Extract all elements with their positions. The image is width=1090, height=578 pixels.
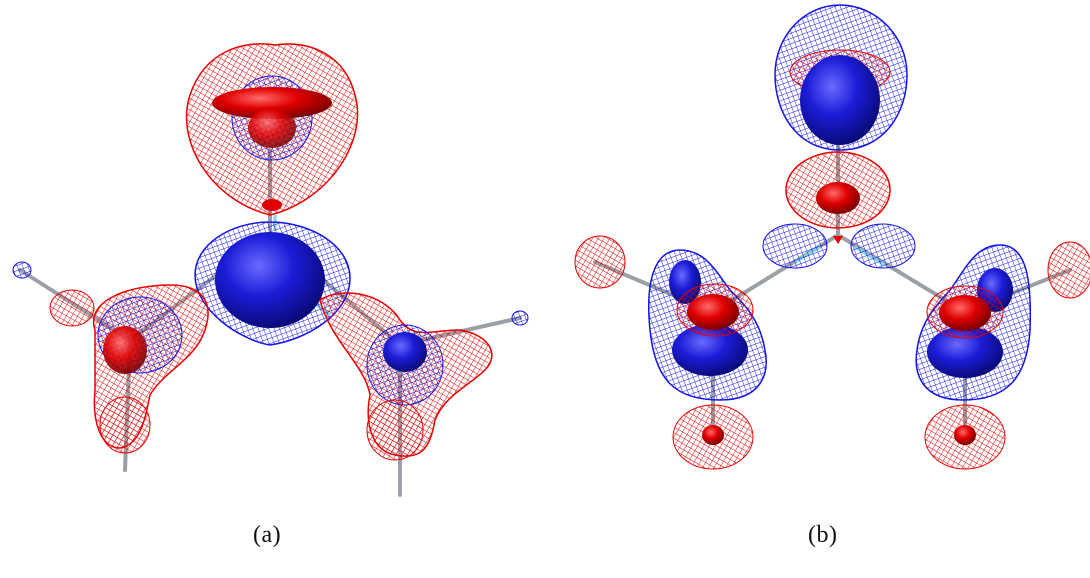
orbital-render-b xyxy=(574,4,1090,470)
top-blue-solid-lobe xyxy=(800,55,880,145)
far-right-red-mesh xyxy=(1047,241,1090,299)
left-red-lower-mesh xyxy=(99,396,151,454)
orbital-panel-a xyxy=(0,0,545,500)
right-blue-solid-lower xyxy=(927,326,1003,378)
left-red-solid-lobe xyxy=(103,326,147,374)
orbital-render-a xyxy=(12,43,529,497)
far-left-red-mesh xyxy=(574,235,626,289)
right-lower-red-solid xyxy=(954,425,976,445)
center-red-marker xyxy=(833,236,843,244)
small-red-node-a xyxy=(262,199,282,211)
mid-red-solid-lobe xyxy=(816,182,860,214)
mid-left-blue-mesh xyxy=(762,223,828,269)
right-red-lower-mesh xyxy=(366,399,424,461)
mid-right-blue-mesh xyxy=(850,223,916,269)
left-blue-solid-lower xyxy=(672,324,748,376)
orbital-panel-b xyxy=(545,0,1090,500)
right-red-solid-lobe xyxy=(939,295,991,331)
far-left-blue-tip xyxy=(12,261,32,279)
top-red-solid-disk xyxy=(212,87,332,119)
left-red-solid-lobe xyxy=(687,294,739,330)
panel-a-caption: (a) xyxy=(253,522,282,548)
right-blue-solid-lobe xyxy=(383,332,427,372)
central-blue-solid-lobe xyxy=(215,232,325,328)
left-lower-red-solid xyxy=(702,425,724,445)
panel-b-caption: (b) xyxy=(808,522,838,548)
far-left-red-mesh xyxy=(49,289,95,327)
far-right-blue-tip xyxy=(511,310,529,326)
top-red-solid-knob xyxy=(248,108,296,148)
